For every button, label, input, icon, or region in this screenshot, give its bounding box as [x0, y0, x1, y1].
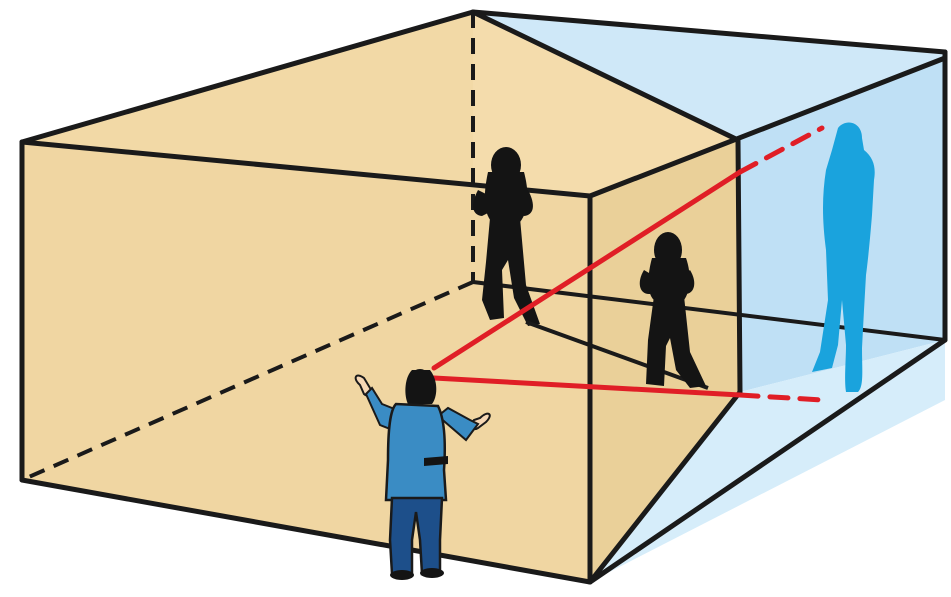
one-way-mirror-diagram [0, 0, 951, 597]
